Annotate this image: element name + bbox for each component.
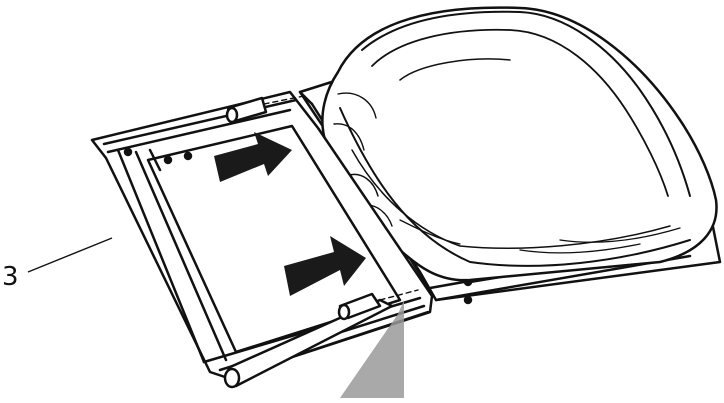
callout-number: 3 [2, 262, 19, 292]
callout-leader-line [28, 238, 112, 272]
